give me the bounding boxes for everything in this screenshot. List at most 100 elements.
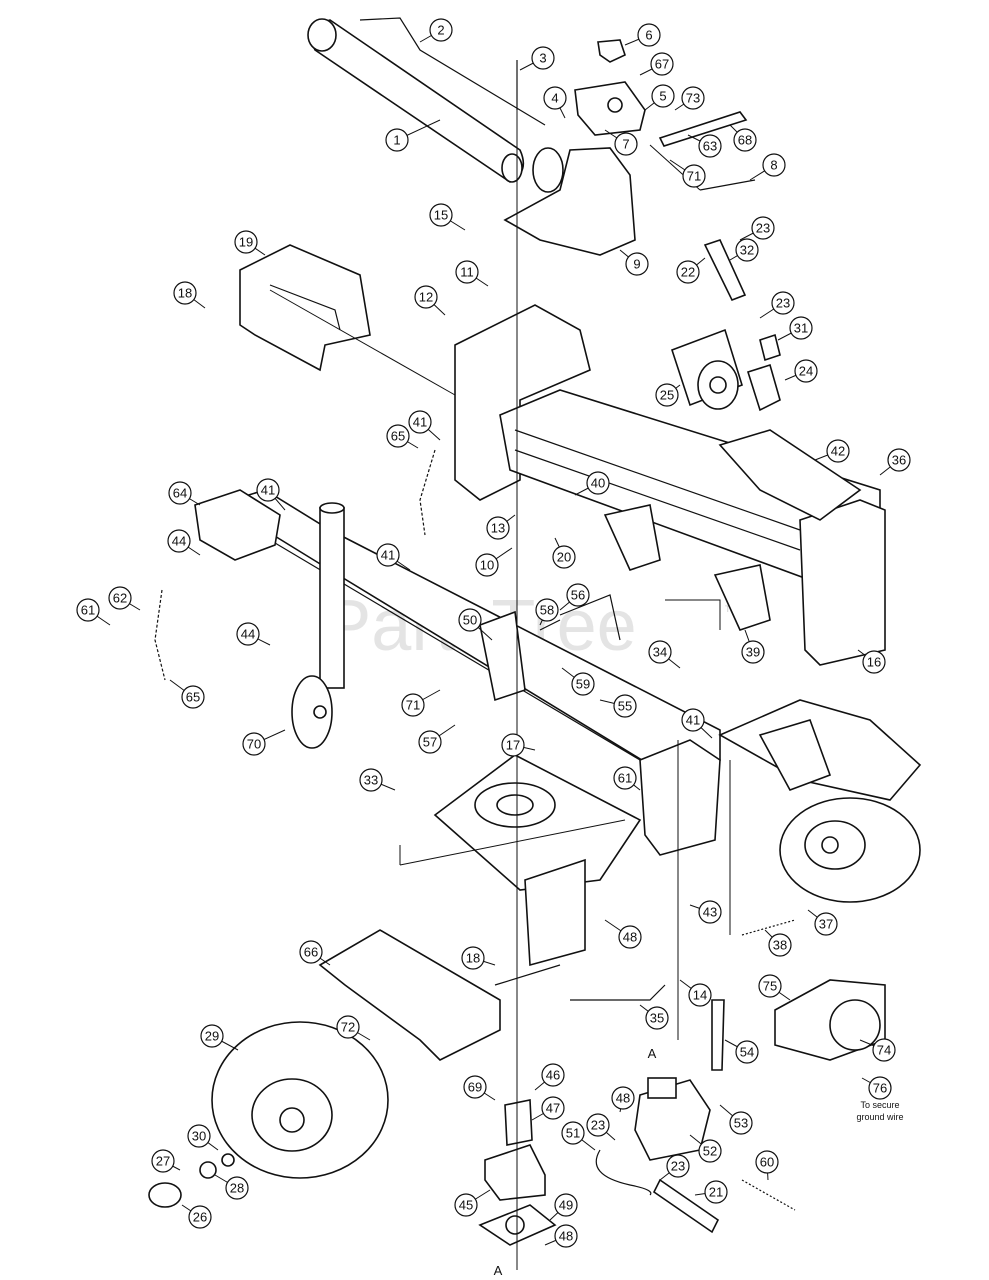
callout-c27: 27 (151, 1149, 181, 1173)
callout-circle (188, 1205, 212, 1229)
callout-c44a: 44 (167, 529, 201, 556)
callout-circle (336, 1015, 360, 1039)
callout-label: 46 (546, 1068, 560, 1083)
callout-circle (698, 1139, 722, 1163)
callout-circle (461, 946, 485, 970)
callout-circle (868, 1076, 892, 1100)
callout-label: 61 (618, 771, 632, 786)
part-log-stop (799, 499, 886, 666)
callout-circle (586, 1113, 610, 1137)
callout-label: 42 (831, 444, 845, 459)
callout-label: 73 (686, 91, 700, 106)
callout-c71b: 71 (401, 689, 441, 717)
callout-c42: 42 (814, 439, 850, 463)
callout-circle (613, 766, 637, 790)
callout-label: 26 (193, 1210, 207, 1225)
callout-circle (682, 164, 706, 188)
part-mount-plate (639, 739, 721, 856)
callout-circle (299, 940, 323, 964)
callout-c20: 20 (552, 537, 576, 569)
callout-label: 36 (892, 453, 906, 468)
callout-label: 48 (623, 930, 637, 945)
part-hose-54 (711, 999, 725, 1071)
callout-c17: 17 (501, 733, 536, 757)
callout-label: 63 (703, 139, 717, 154)
callout-label: 64 (173, 486, 187, 501)
callout-label: 59 (576, 677, 590, 692)
callout-circle (862, 650, 886, 674)
callout-c75: 75 (758, 974, 791, 1001)
callout-circle (408, 410, 432, 434)
callout-label: 67 (655, 57, 669, 72)
callout-circle (108, 586, 132, 610)
callout-c10: 10 (475, 547, 513, 577)
callout-circle (76, 598, 100, 622)
callout-label: 30 (192, 1129, 206, 1144)
callout-c32: 32 (729, 238, 759, 262)
callout-label: 6 (645, 28, 652, 43)
callout-label: 54 (740, 1045, 754, 1060)
callout-c2: 2 (419, 18, 453, 43)
callout-label: 58 (540, 603, 554, 618)
part-plate-hole (505, 1215, 525, 1235)
callout-c41d: 41 (681, 708, 713, 739)
callout-circle (645, 1006, 669, 1030)
callout-c23b: 23 (759, 291, 795, 319)
callout-circle (666, 1154, 690, 1178)
callout-c15: 15 (429, 203, 466, 231)
marker-a-top: A (648, 1046, 657, 1061)
callout-circle (733, 128, 757, 152)
callout-c28: 28 (214, 1174, 249, 1200)
callout-label: 32 (740, 243, 754, 258)
callout-circle (454, 1193, 478, 1217)
callout-c56: 56 (559, 583, 590, 611)
callout-c48a: 48 (604, 919, 642, 949)
callout-circle (735, 1040, 759, 1064)
callout-circle (887, 448, 911, 472)
assembly-line-4 (665, 599, 721, 630)
part-pump-mount (484, 1144, 546, 1201)
callout-circle (611, 1086, 635, 1110)
callout-c44b: 44 (236, 622, 271, 646)
callout-label: 65 (391, 429, 405, 444)
callout-circle (826, 439, 850, 463)
callout-circle (755, 1150, 779, 1174)
part-engine-mount (433, 754, 642, 891)
assembly-line-1 (269, 289, 456, 396)
callout-circle (751, 216, 775, 240)
note-line2: ground wire (856, 1112, 903, 1122)
callout-circle (655, 383, 679, 407)
callout-label: 65 (186, 690, 200, 705)
part-shield (718, 429, 862, 521)
callout-circle (543, 86, 567, 110)
callout-label: 49 (559, 1198, 573, 1213)
callout-circle (256, 478, 280, 502)
callout-circle (385, 128, 409, 152)
callout-c26: 26 (181, 1204, 212, 1229)
callout-circle (681, 86, 705, 110)
part-washer-30 (221, 1153, 235, 1167)
callout-c16: 16 (857, 649, 886, 674)
callout-c30: 30 (187, 1124, 219, 1151)
callout-label: 23 (756, 221, 770, 236)
callout-c62: 62 (108, 586, 141, 611)
callout-c24: 24 (784, 359, 818, 383)
callout-circle (637, 23, 661, 47)
callout-circle (181, 685, 205, 709)
callout-c65b: 65 (169, 679, 205, 709)
callout-circle (554, 1193, 578, 1217)
part-fender (318, 929, 501, 1061)
callout-label: 16 (867, 655, 881, 670)
callout-c40: 40 (574, 471, 610, 496)
callout-label: 52 (703, 1144, 717, 1159)
callout-label: 44 (241, 627, 255, 642)
callout-c70: 70 (242, 729, 286, 756)
callout-circle (698, 134, 722, 158)
callout-circle (200, 1024, 224, 1048)
part-axle-bar (570, 984, 666, 1001)
callout-c29: 29 (200, 1024, 239, 1051)
callout-label: 23 (591, 1118, 605, 1133)
callout-label: 23 (776, 296, 790, 311)
callout-c48b: 48 (611, 1086, 635, 1113)
callout-label: 72 (341, 1020, 355, 1035)
